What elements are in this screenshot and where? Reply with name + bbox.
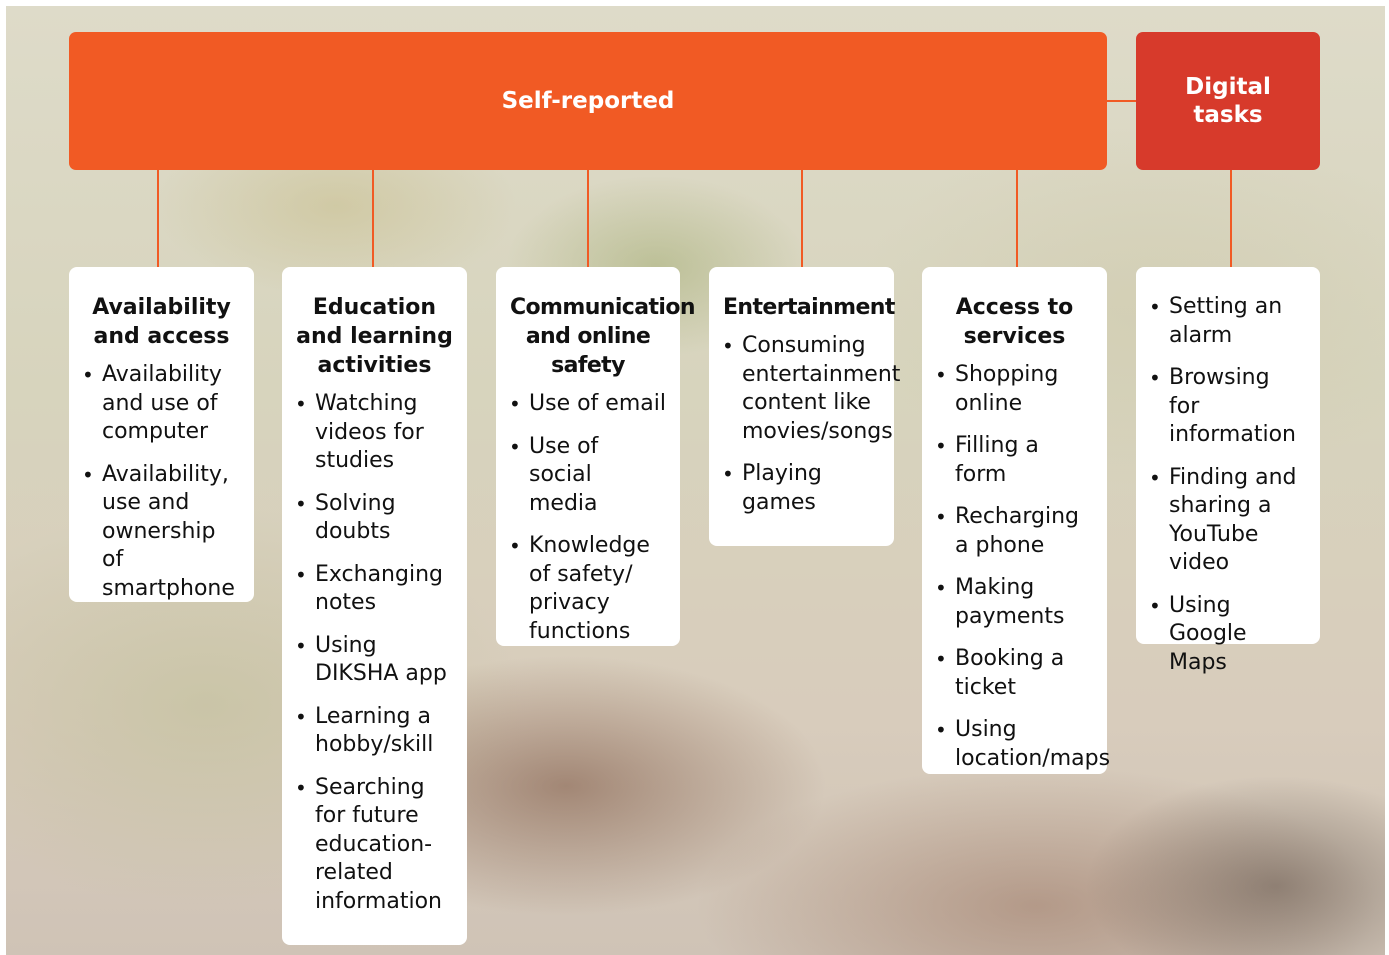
card-title: Education and learning activities	[296, 295, 453, 378]
card-title: Entertainment	[723, 295, 895, 320]
list-item: Consuming entertainment content like mov…	[722, 332, 900, 446]
list-item: Booking a ticket	[935, 645, 1093, 702]
self-reported-label: Self-reported	[501, 88, 675, 114]
card-title: Availability and access	[92, 295, 231, 349]
list-item: Using Google Maps	[1149, 592, 1306, 678]
item-list: Shopping online Filling a form Rechargin…	[935, 361, 1110, 773]
list-item: Availability, use and ownership of smart…	[82, 461, 240, 604]
header-connector	[1107, 100, 1136, 102]
card-access-services: Access to services Shopping online Filli…	[922, 267, 1110, 774]
list-item: Using DIKSHA app	[295, 632, 453, 689]
list-item: Shopping online	[935, 361, 1093, 418]
list-item: Learning a hobby/skill	[295, 703, 453, 760]
connector-digital	[1230, 170, 1232, 267]
connector-communication	[587, 170, 589, 267]
card-education-learning: Education and learning activities Watchi…	[282, 267, 467, 945]
list-item: Playing games	[722, 460, 880, 517]
card-communication-safety: Communication and online safety Use of e…	[496, 267, 696, 646]
list-item: Filling a form	[935, 432, 1093, 489]
list-item: Making payments	[935, 574, 1093, 631]
card-availability-access: Availability and access Availability and…	[69, 267, 254, 602]
connector-education	[372, 170, 374, 267]
item-list: Setting an alarm Browsing for informatio…	[1149, 293, 1306, 678]
list-item: Finding and sharing a YouTube video	[1149, 464, 1306, 578]
card-entertainment: Entertainment Consuming entertainment co…	[709, 267, 900, 546]
item-list: Use of email Use of social media Knowled…	[509, 390, 666, 646]
list-item: Setting an alarm	[1149, 293, 1306, 350]
list-item: Use of social media	[509, 433, 666, 519]
self-reported-header: Self-reported	[69, 32, 1107, 170]
list-item: Availability and use of computer	[82, 361, 240, 447]
digital-tasks-header: Digital tasks	[1136, 32, 1320, 170]
card-title: Access to services	[955, 295, 1074, 349]
connector-entertainment	[801, 170, 803, 267]
connector-services	[1016, 170, 1018, 267]
list-item: Recharging a phone	[935, 503, 1093, 560]
list-item: Searching for future education-related i…	[295, 774, 453, 917]
list-item: Solving doubts	[295, 490, 453, 547]
list-item: Exchanging notes	[295, 561, 453, 618]
list-item: Use of email	[509, 390, 666, 419]
list-item: Browsing for information	[1149, 364, 1306, 450]
digital-tasks-label: Digital tasks	[1185, 74, 1271, 128]
item-list: Consuming entertainment content like mov…	[722, 332, 900, 517]
card-digital-tasks: Setting an alarm Browsing for informatio…	[1136, 267, 1320, 675]
list-item: Using location/maps	[935, 716, 1110, 773]
connector-availability	[157, 170, 159, 267]
list-item: Watching videos for studies	[295, 390, 453, 476]
list-item: Knowledge of safety/ privacy functions	[509, 532, 666, 646]
card-title: Communication and online safety	[510, 295, 696, 378]
item-list: Watching videos for studies Solving doub…	[295, 390, 453, 917]
item-list: Availability and use of computer Availab…	[82, 361, 240, 604]
